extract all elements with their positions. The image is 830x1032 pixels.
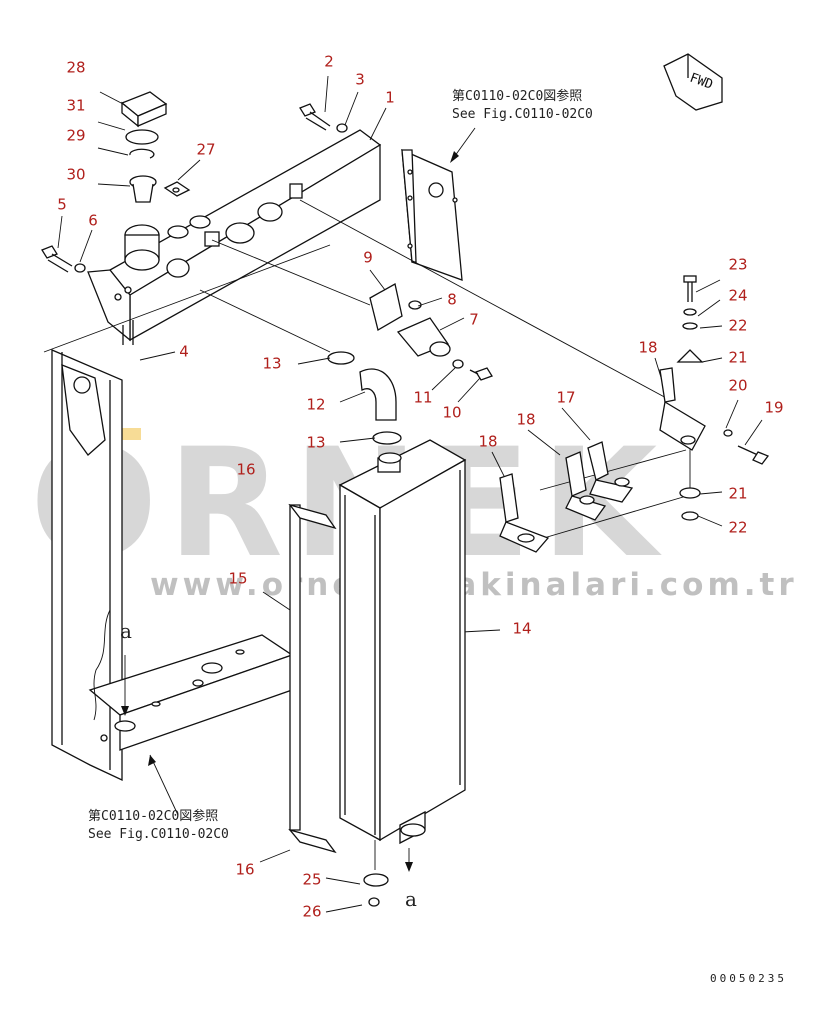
watermark-url: www.ornekismakinalari.com.tr (150, 567, 798, 603)
callout-11: 11 (413, 389, 432, 407)
callouts: 28 31 29 30 27 2 3 1 5 6 9 8 7 4 13 12 1… (57, 53, 783, 921)
document-id: 00050235 (710, 972, 787, 985)
callout-17: 17 (556, 389, 575, 407)
top-tank (87, 129, 382, 345)
callout-19: 19 (764, 399, 783, 417)
callout-4: 4 (179, 343, 189, 361)
callout-7: 7 (469, 311, 479, 329)
callout-6: 6 (88, 212, 98, 230)
callout-9: 9 (363, 249, 373, 267)
callout-14: 14 (512, 620, 531, 638)
callout-18-left: 18 (478, 433, 497, 451)
reference-bottom: 第C0110-02C0図参照 See Fig.C0110-02C0 (88, 808, 229, 842)
callout-13-upper: 13 (262, 355, 281, 373)
callout-23: 23 (728, 256, 747, 274)
callout-10: 10 (442, 404, 461, 422)
reference-top-en: See Fig.C0110-02C0 (452, 107, 593, 122)
reference-bottom-en: See Fig.C0110-02C0 (88, 827, 229, 842)
callout-29: 29 (66, 127, 85, 145)
callout-30: 30 (66, 166, 85, 184)
hose-parts (327, 283, 493, 445)
callout-1: 1 (385, 89, 395, 107)
callout-3: 3 (355, 71, 365, 89)
callout-22-upper: 22 (728, 317, 747, 335)
reference-bottom-jp: 第C0110-02C0図参照 (88, 808, 218, 824)
fasteners-top (41, 103, 348, 273)
callout-18-right: 18 (638, 339, 657, 357)
callout-21-upper: 21 (728, 349, 747, 367)
callout-21-lower: 21 (728, 485, 747, 503)
side-bracket (401, 127, 476, 281)
reference-top: 第C0110-02C0図参照 See Fig.C0110-02C0 (452, 88, 593, 122)
callout-8: 8 (447, 291, 457, 309)
callout-5: 5 (57, 196, 67, 214)
seal-strip (288, 503, 337, 854)
arrow-letter-a-upper: a (120, 619, 132, 643)
callout-15: 15 (228, 570, 247, 588)
callout-2: 2 (324, 53, 334, 71)
callout-22-lower: 22 (728, 519, 747, 537)
radiator-core (338, 439, 467, 907)
callout-31: 31 (66, 97, 85, 115)
callout-26: 26 (302, 903, 321, 921)
callout-16-lower: 16 (235, 861, 254, 879)
callout-28: 28 (66, 59, 85, 77)
callout-27: 27 (196, 141, 215, 159)
arrow-letter-a-lower: a (405, 887, 417, 911)
fwd-indicator: FWD (663, 53, 723, 111)
lower-brackets (499, 275, 770, 553)
callout-12: 12 (306, 396, 325, 414)
callout-20: 20 (728, 377, 747, 395)
left-frame (51, 349, 294, 816)
callout-25: 25 (302, 871, 321, 889)
callout-18-middle: 18 (516, 411, 535, 429)
reference-top-jp: 第C0110-02C0図参照 (452, 88, 582, 104)
callout-13-lower: 13 (306, 434, 325, 452)
callout-16-upper: 16 (236, 461, 255, 479)
leader-lines (43, 75, 763, 913)
filler-cap-assembly (120, 91, 191, 203)
callout-24: 24 (728, 287, 747, 305)
